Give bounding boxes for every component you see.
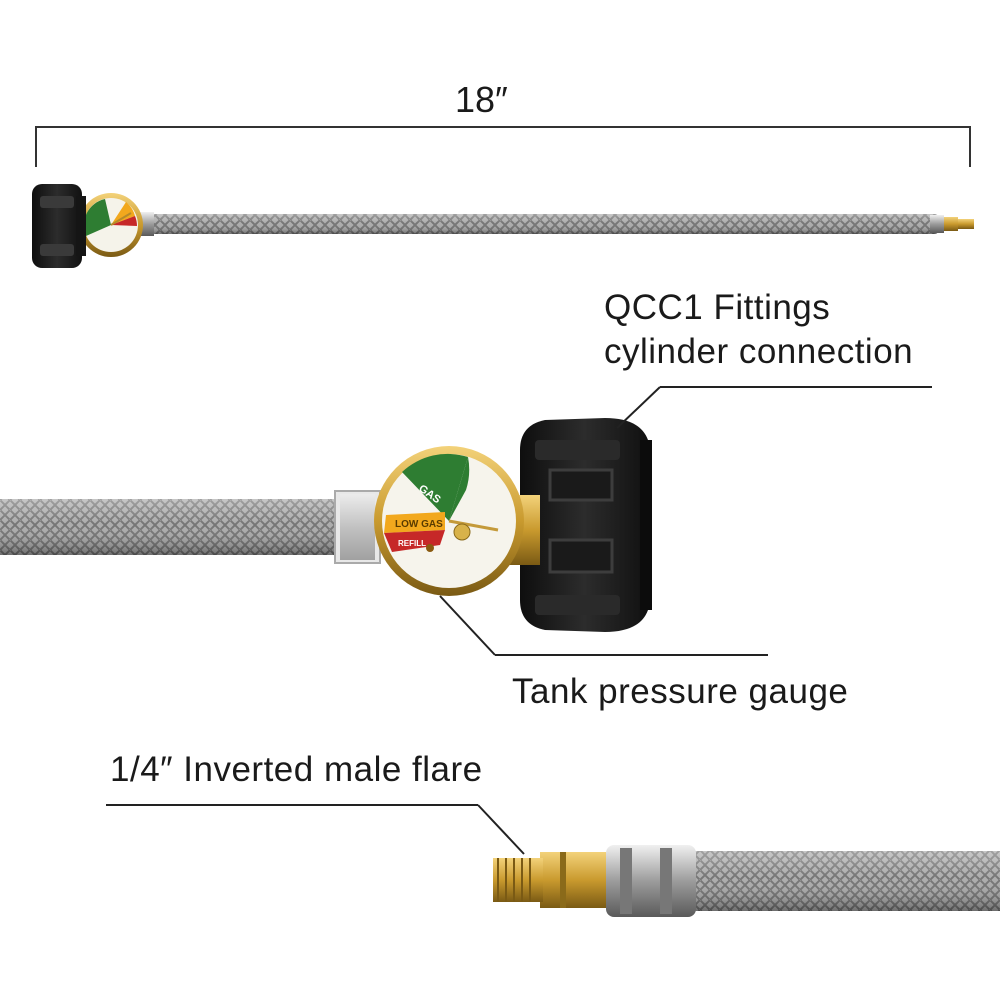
ferrule <box>606 845 696 917</box>
hose-overview <box>32 184 974 268</box>
brass-flare-fitting-icon <box>493 852 606 908</box>
pressure-gauge-icon <box>79 193 143 257</box>
flare-leader-diag <box>477 804 525 855</box>
qcc1-callout-line2: cylinder connection <box>604 332 914 371</box>
gauge-low-gas-label: LOW GAS <box>395 519 443 530</box>
pressure-gauge-icon: GAS LOW GAS REFILL <box>374 446 540 596</box>
gauge-refill-label: REFILL <box>398 539 426 548</box>
qcc1-connector-icon <box>520 418 652 632</box>
gauge-leader-diag <box>439 595 496 656</box>
flare-closeup <box>493 845 1000 917</box>
fittings-leader-diag <box>616 386 661 429</box>
male-flare-callout: 1/4″ Inverted male flare <box>110 750 483 789</box>
pressure-gauge-callout: Tank pressure gauge <box>512 672 849 711</box>
gauge-closeup: GAS LOW GAS REFILL <box>0 418 652 632</box>
length-dimension-label: 18″ <box>455 79 508 120</box>
qcc1-connector-icon <box>32 184 86 268</box>
dimension-bracket <box>35 126 971 167</box>
qcc1-callout-line1: QCC1 Fittings <box>604 288 831 327</box>
callout-lines <box>106 386 932 855</box>
